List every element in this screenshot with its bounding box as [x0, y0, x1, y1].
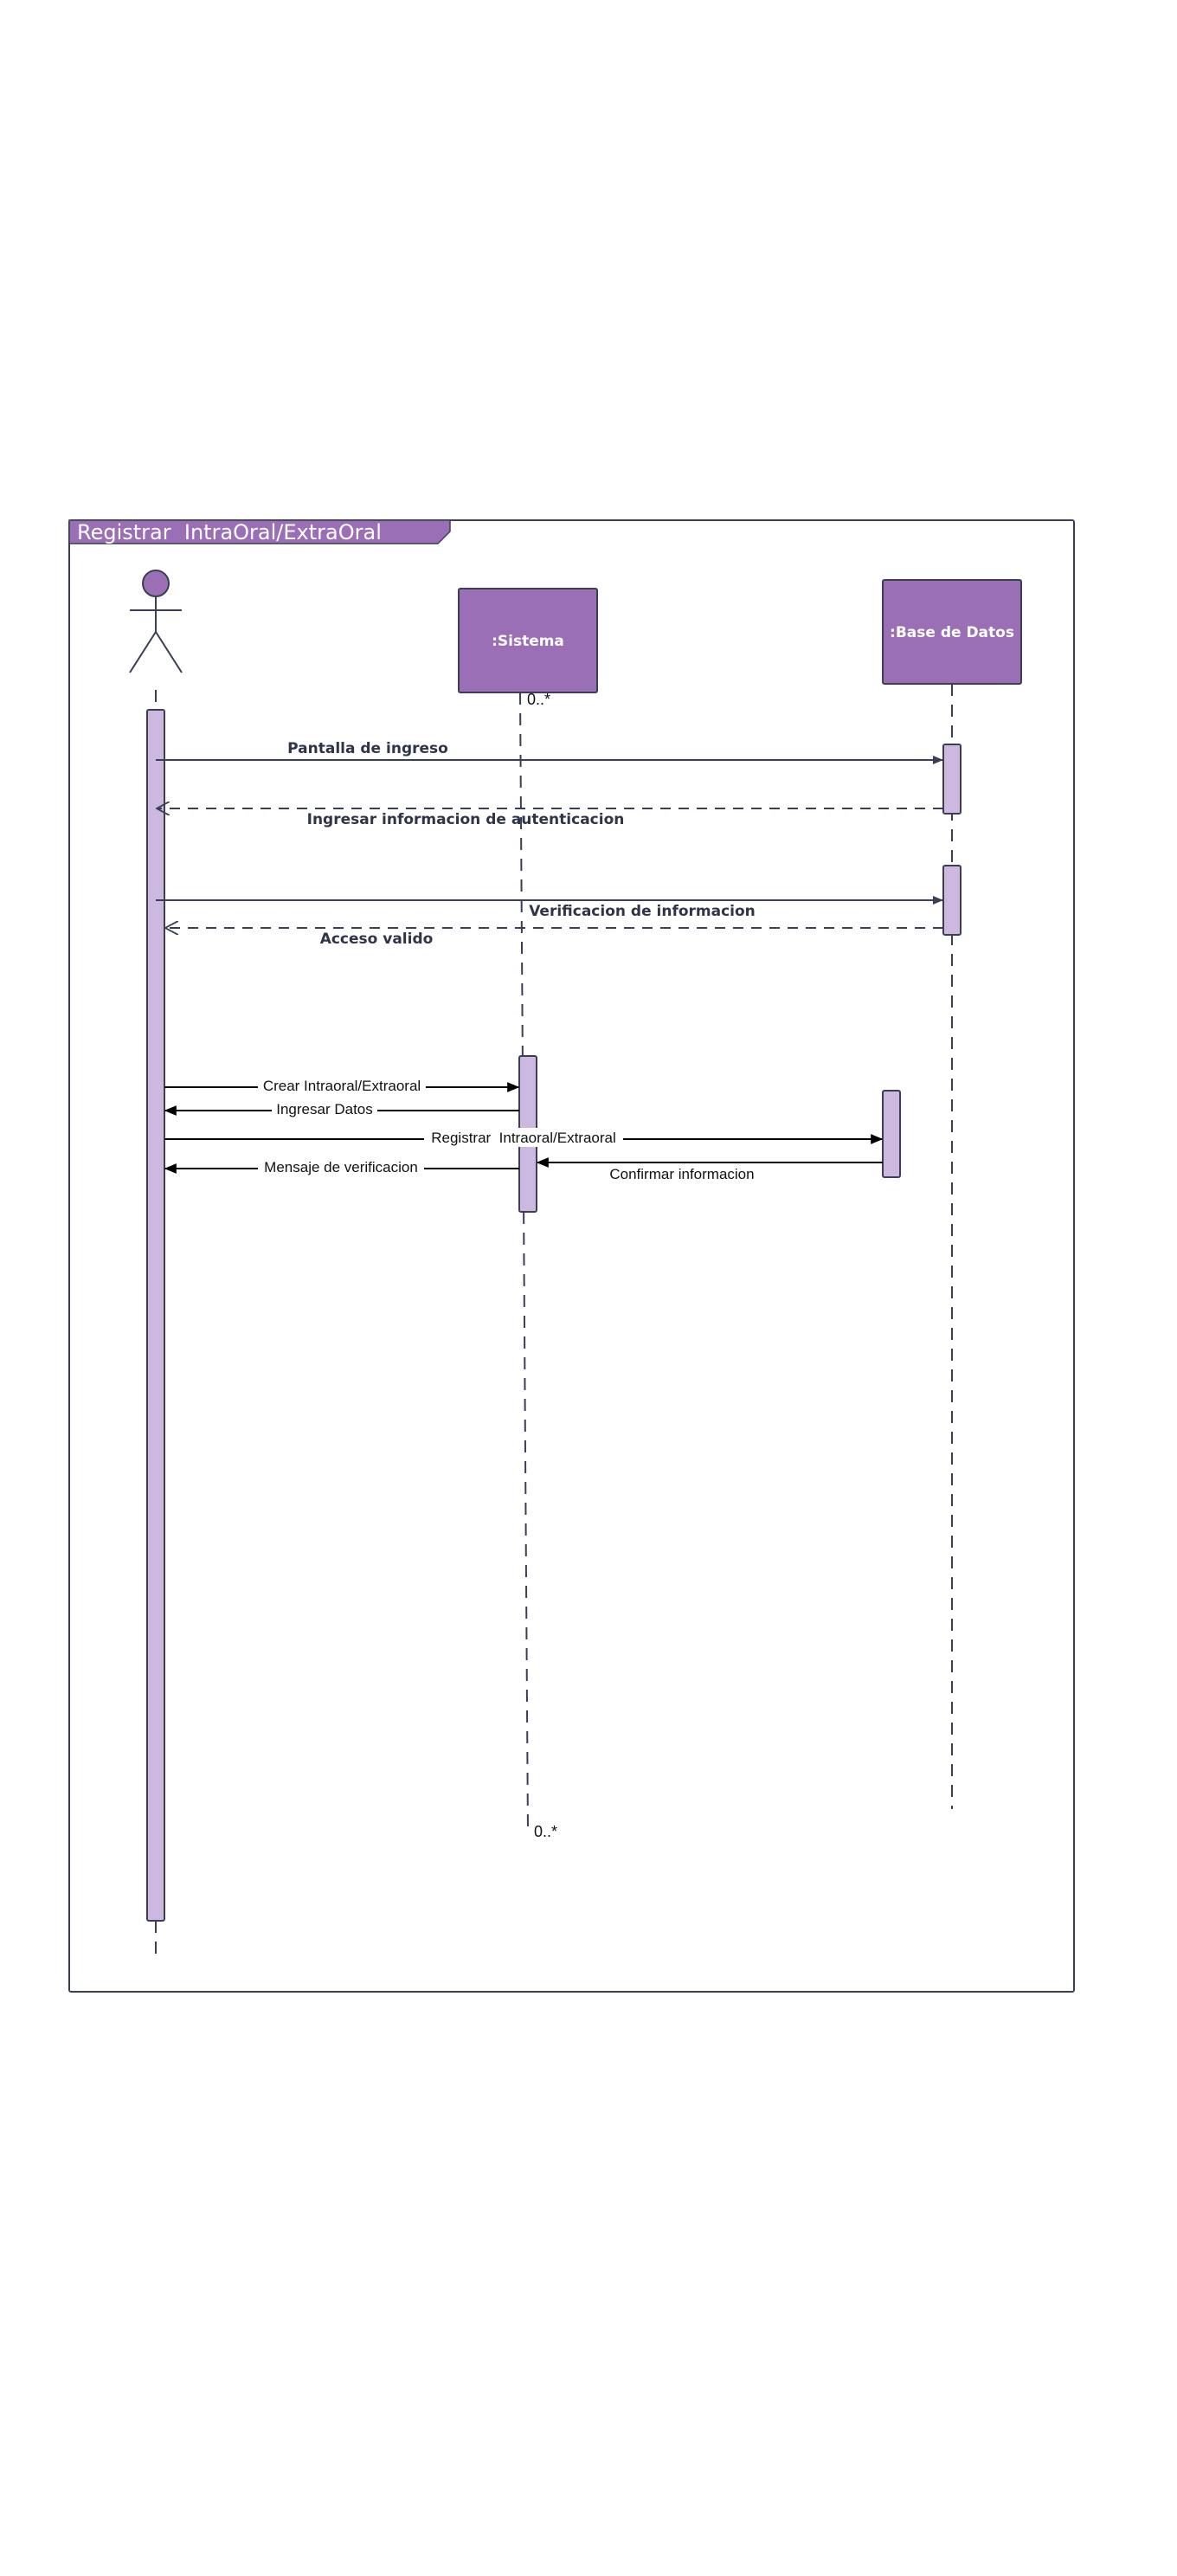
- message-label-ingresar-autenticacion: Ingresar informacion de autenticacion: [307, 811, 625, 828]
- message-label-acceso-valido: Acceso valido: [320, 931, 434, 948]
- message-label-confirmar: Confirmar informacion: [609, 1166, 754, 1182]
- base-datos-activation-2: [942, 865, 962, 936]
- message-label-crear: Crear Intraoral/Extraoral: [263, 1078, 421, 1094]
- actor-right-leg: [155, 631, 183, 673]
- message-label-pantalla-ingreso: Pantalla de ingreso: [287, 740, 448, 757]
- frame-border: [68, 519, 1075, 1993]
- sistema-multiplicity-bottom: 0..*: [534, 1823, 557, 1840]
- message-bg-ingresar-datos: [272, 1101, 377, 1120]
- sistema-multiplicity-top: 0..*: [527, 691, 550, 708]
- message-label-registrar: Registrar Intraoral/Extraoral: [431, 1130, 616, 1146]
- base-datos-box[interactable]: [882, 579, 1022, 685]
- actor-figure: [129, 570, 183, 673]
- sistema-box[interactable]: [458, 588, 598, 693]
- actor-head: [142, 570, 170, 597]
- actor-left-leg: [129, 631, 157, 673]
- message-bg-mensaje-verificacion: [258, 1158, 424, 1177]
- frame-title-tab: [68, 519, 451, 544]
- actor-activation: [146, 709, 165, 1922]
- sistema-label: :Sistema: [492, 633, 564, 650]
- message-label-ingresar-datos: Ingresar Datos: [276, 1101, 373, 1117]
- message-label-verificacion: Verificacion de informacion: [529, 903, 756, 920]
- message-bg-crear: [258, 1077, 426, 1096]
- base-datos-activation-3: [882, 1090, 901, 1178]
- frame-title: Registrar IntraOral/ExtraOral: [77, 520, 382, 544]
- message-bg-registrar: [424, 1128, 623, 1147]
- message-label-mensaje-verificacion: Mensaje de verificacion: [264, 1159, 418, 1175]
- base-datos-activation-1: [942, 744, 962, 815]
- base-datos-label: :Base de Datos: [890, 624, 1014, 641]
- sistema-lifeline: [519, 692, 529, 1834]
